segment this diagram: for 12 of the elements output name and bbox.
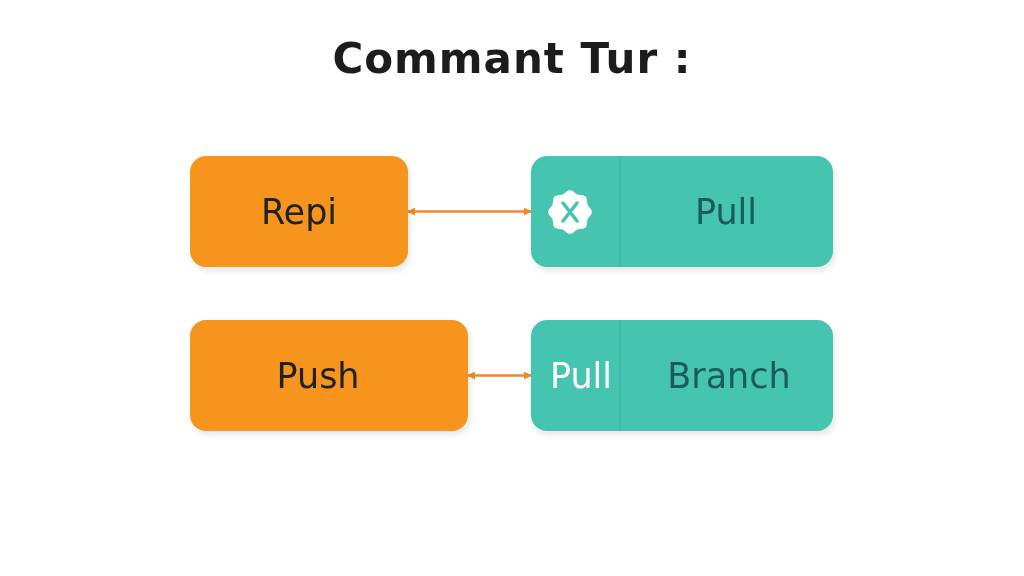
command-box bbox=[531, 156, 833, 267]
node-label: Pull bbox=[694, 191, 758, 232]
step-box bbox=[190, 320, 468, 431]
diagram-title: Commant Tur : bbox=[332, 34, 692, 83]
node-label: Branch bbox=[667, 355, 791, 396]
double-arrow bbox=[467, 371, 532, 380]
command-box bbox=[531, 320, 833, 431]
node-label: Pull bbox=[549, 355, 613, 396]
node-label: Push bbox=[276, 355, 360, 396]
double-arrow bbox=[407, 207, 532, 216]
node-label: Repi bbox=[260, 191, 338, 232]
step-box bbox=[190, 156, 408, 267]
